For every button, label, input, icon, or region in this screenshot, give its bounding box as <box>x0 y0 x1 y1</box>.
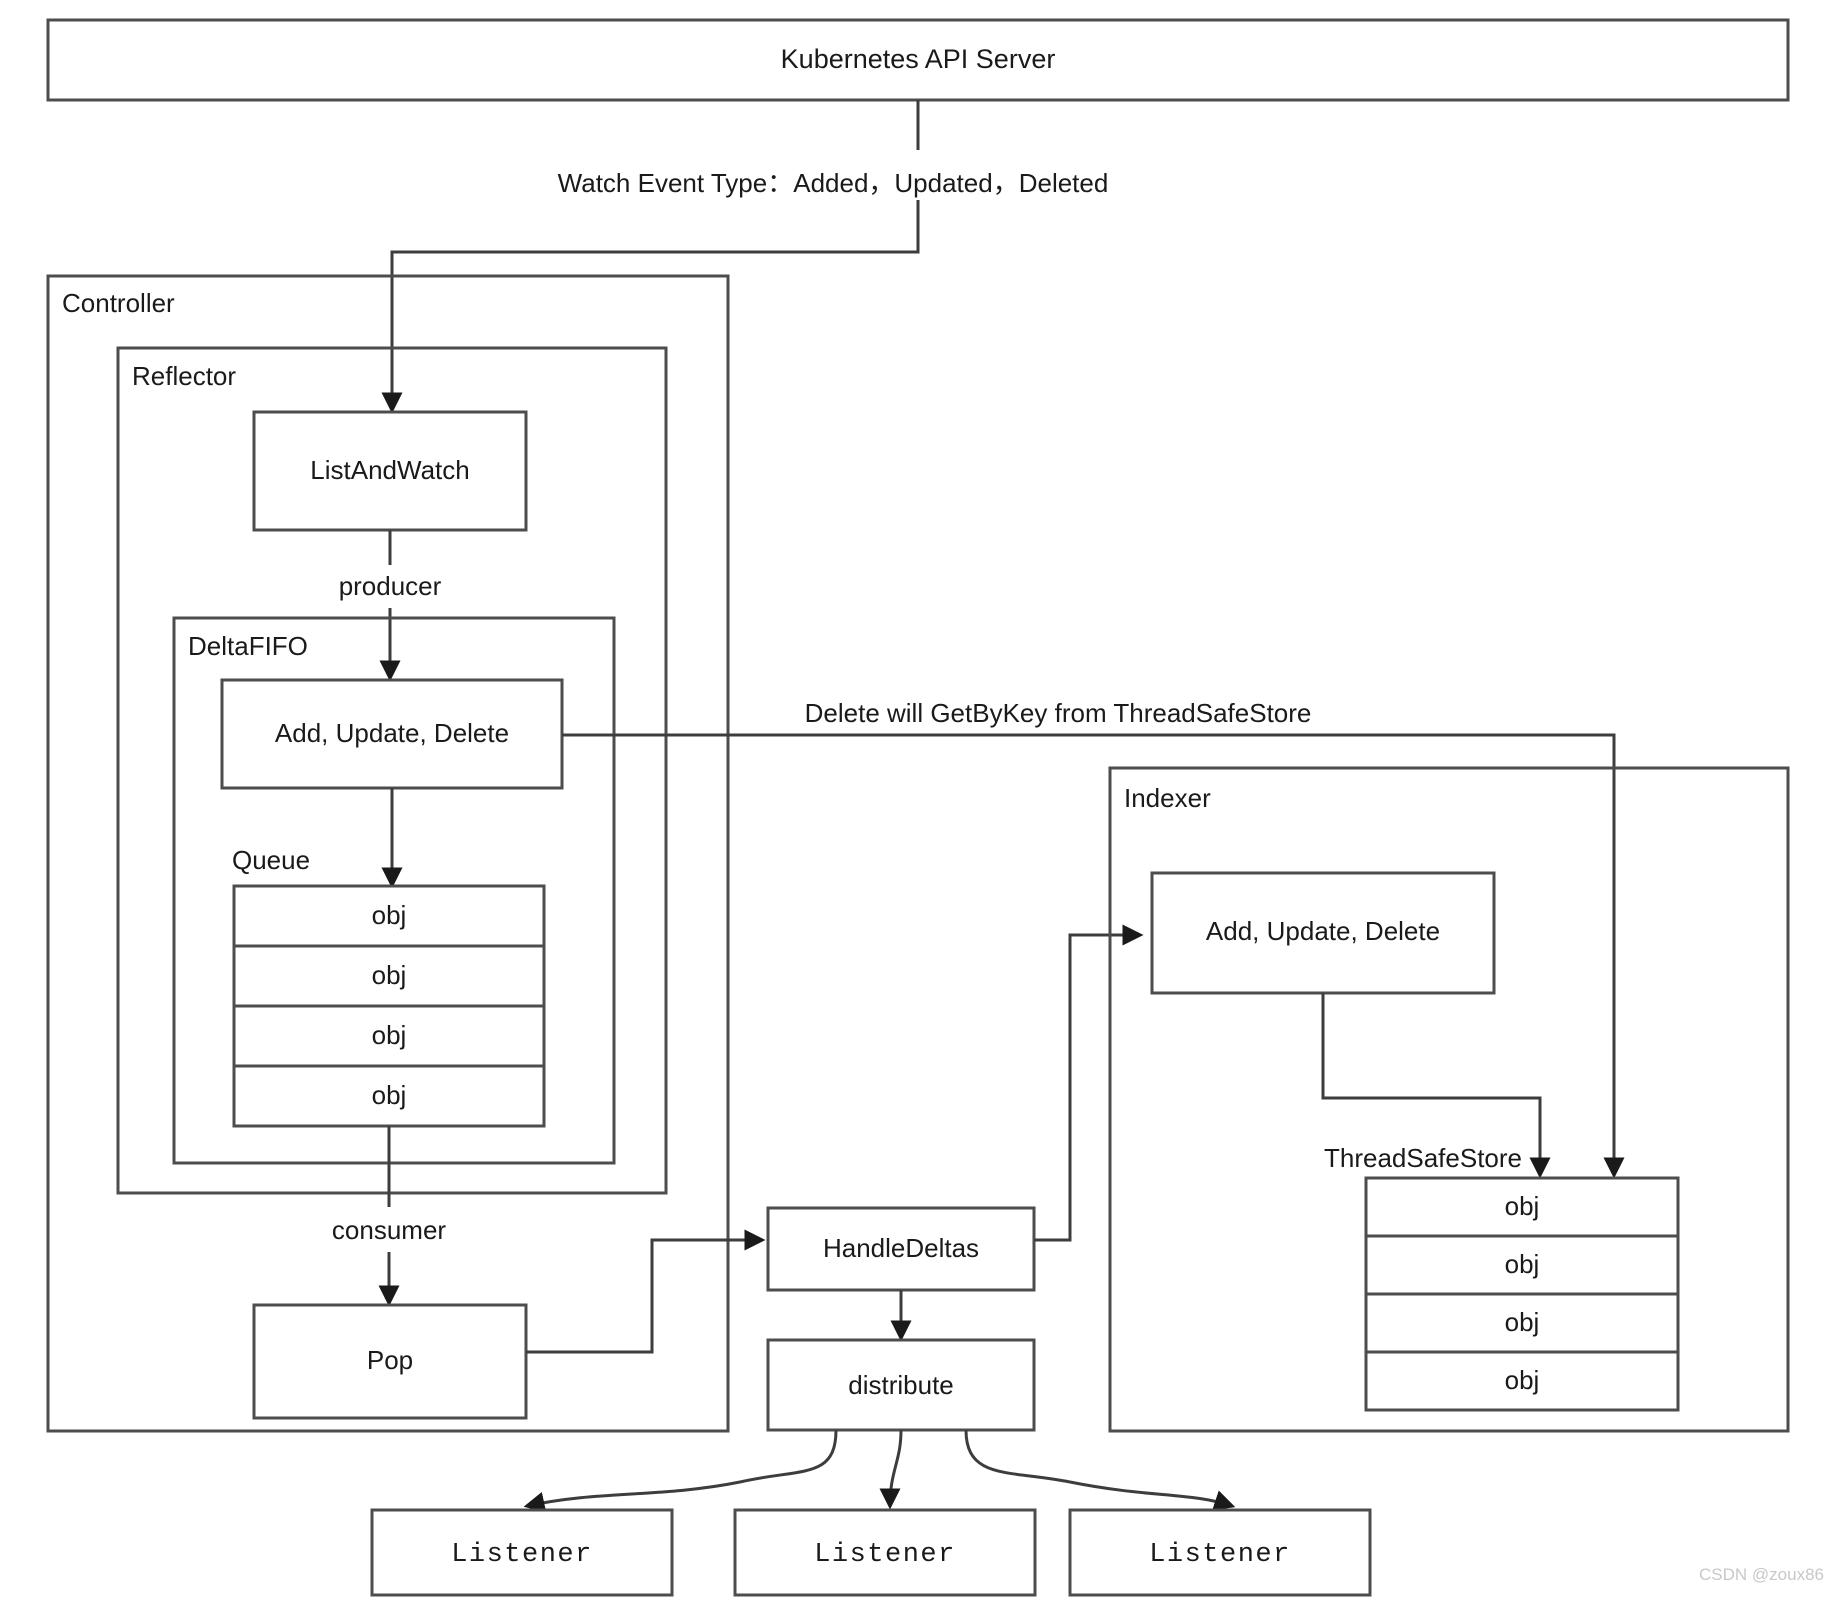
handledeltas-label: HandleDeltas <box>823 1233 979 1263</box>
deltafifo-ops-label: Add, Update, Delete <box>275 718 509 748</box>
store-row-label: obj <box>1505 1249 1540 1279</box>
deltafifo-group-label: DeltaFIFO <box>188 631 308 661</box>
queue-row-label: obj <box>372 960 407 990</box>
pop-box[interactable] <box>252 1303 528 1420</box>
producer-label: producer <box>339 571 442 601</box>
listener-label: Listener <box>1149 1540 1291 1570</box>
listener-label: Listener <box>814 1540 956 1570</box>
watch-event-type-label: Watch Event Type：Added，Updated，Deleted <box>558 168 1109 198</box>
queue-row[interactable] <box>232 1064 546 1128</box>
queue-row-label: obj <box>372 1080 407 1110</box>
handledeltas-box[interactable] <box>766 1206 1036 1292</box>
controller-group-box[interactable] <box>46 274 730 1433</box>
store-row[interactable] <box>1364 1350 1680 1412</box>
queue-row-label: obj <box>372 1020 407 1050</box>
api-server-label: Kubernetes API Server <box>781 44 1056 74</box>
listener-box[interactable] <box>1068 1508 1372 1597</box>
api-server-box[interactable] <box>46 18 1790 102</box>
listandwatch-label: ListAndWatch <box>310 455 469 485</box>
connector-handledeltas-to-indexer <box>1034 924 1144 1242</box>
distribute-box[interactable] <box>766 1338 1036 1432</box>
deltafifo-group-box[interactable] <box>172 616 616 1165</box>
threadsafestore-stack: obj obj obj obj <box>1364 1176 1680 1412</box>
indexer-ops-box[interactable] <box>1150 871 1496 995</box>
watermark-label: CSDN @zoux86 <box>1699 1565 1824 1584</box>
store-row-label: obj <box>1505 1307 1540 1337</box>
deltafifo-ops-box[interactable] <box>220 678 564 790</box>
delete-getbykey-label: Delete will GetByKey from ThreadSafeStor… <box>805 698 1312 728</box>
indexer-ops-label: Add, Update, Delete <box>1206 916 1440 946</box>
distribute-label: distribute <box>848 1370 954 1400</box>
store-row-label: obj <box>1505 1191 1540 1221</box>
queue-label: Queue <box>232 845 310 875</box>
store-row-label: obj <box>1505 1365 1540 1395</box>
threadsafestore-label: ThreadSafeStore <box>1324 1143 1522 1173</box>
connector-distribute-to-listener-3 <box>964 1429 1236 1511</box>
indexer-group-box[interactable] <box>1108 766 1790 1433</box>
reflector-group-label: Reflector <box>132 361 236 391</box>
consumer-label: consumer <box>332 1215 446 1245</box>
controller-group-label: Controller <box>62 288 175 318</box>
queue-row[interactable] <box>232 884 546 948</box>
queue-row[interactable] <box>232 1004 546 1068</box>
store-row[interactable] <box>1364 1176 1680 1238</box>
queue-stack: obj obj obj obj <box>232 884 546 1128</box>
store-row[interactable] <box>1364 1234 1680 1296</box>
listener-box[interactable] <box>733 1508 1037 1597</box>
indexer-group-label: Indexer <box>1124 783 1211 813</box>
connector-pop-to-handledeltas <box>526 1229 766 1354</box>
pop-label: Pop <box>367 1345 413 1375</box>
connector-distribute-to-listener-2 <box>879 1429 903 1510</box>
reflector-group-box[interactable] <box>116 346 668 1195</box>
listener-label: Listener <box>451 1540 593 1570</box>
queue-row-label: obj <box>372 900 407 930</box>
listener-box[interactable] <box>370 1508 674 1597</box>
connector-watch-to-listandwatch <box>381 200 920 414</box>
connector-distribute-to-listener-1 <box>523 1429 838 1513</box>
connector-delete-getbykey <box>562 733 1625 1179</box>
listandwatch-box[interactable] <box>252 410 528 532</box>
connector-indexerops-to-threadsafestore <box>1321 993 1551 1179</box>
